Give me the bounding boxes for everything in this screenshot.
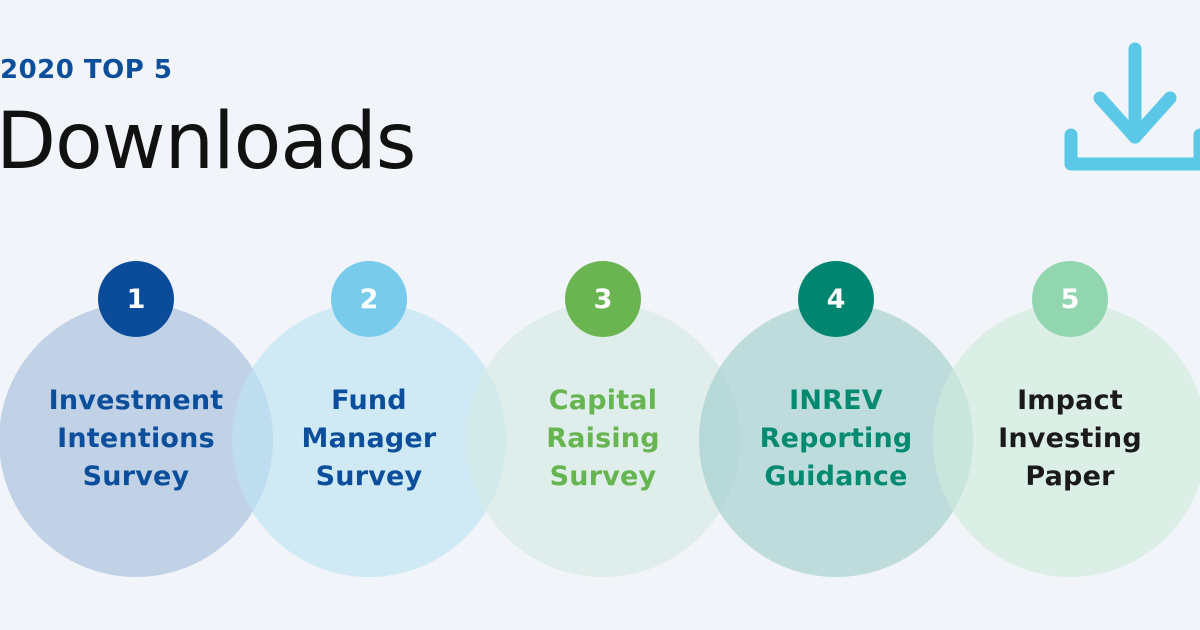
download-title-3: Capital Raising Survey bbox=[546, 385, 660, 492]
download-title-1: Investment Intentions Survey bbox=[48, 385, 224, 492]
rank-badge-3: 3 bbox=[565, 261, 641, 337]
rank-badge-1: 1 bbox=[98, 261, 174, 337]
rank-badge-4: 4 bbox=[798, 261, 874, 337]
rank-badge-2: 2 bbox=[331, 261, 407, 337]
download-card-1[interactable]: Investment Intentions Survey bbox=[0, 303, 273, 577]
download-card-5[interactable]: Impact Investing Paper bbox=[933, 303, 1200, 577]
download-icon bbox=[1064, 42, 1200, 171]
download-title-4: INREV Reporting Guidance bbox=[759, 385, 913, 492]
download-card-2[interactable]: Fund Manager Survey bbox=[232, 303, 506, 577]
download-title-2: Fund Manager Survey bbox=[301, 385, 437, 492]
download-card-3[interactable]: Capital Raising Survey bbox=[466, 303, 740, 577]
download-title-5: Impact Investing Paper bbox=[998, 385, 1142, 492]
page-title: Downloads bbox=[0, 97, 416, 187]
download-card-4[interactable]: INREV Reporting Guidance bbox=[699, 303, 973, 577]
rank-badge-5: 5 bbox=[1032, 261, 1108, 337]
eyebrow-heading: 2020 TOP 5 bbox=[0, 55, 173, 85]
